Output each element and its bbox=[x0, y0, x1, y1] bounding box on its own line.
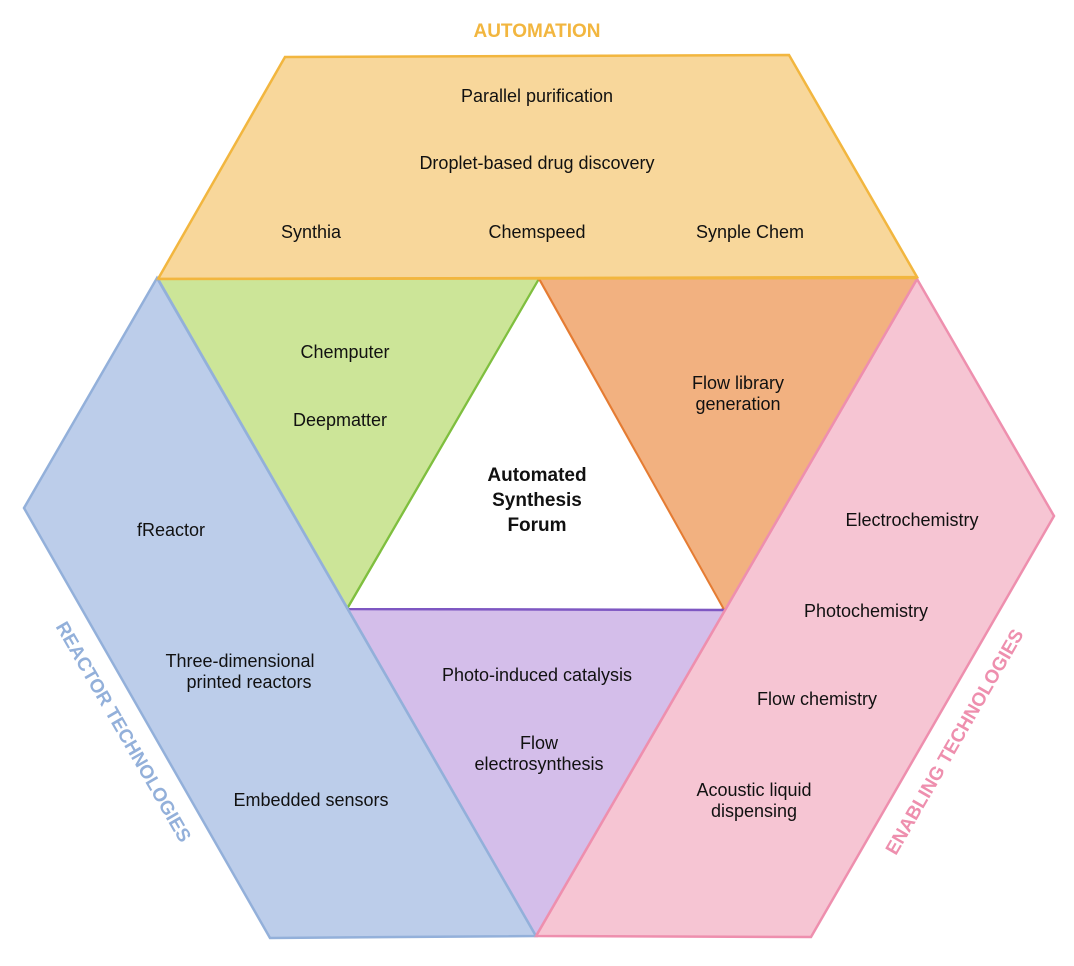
reactor-inner-edge bbox=[156, 278, 538, 937]
automation-item: Synthia bbox=[281, 222, 342, 242]
automation-item: Droplet-based drug discovery bbox=[419, 153, 654, 173]
automation-reactor-overlap-edge bbox=[345, 278, 541, 610]
automation-outline bbox=[155, 53, 920, 281]
enabling-item: dispensing bbox=[711, 801, 797, 821]
automation-item: Parallel purification bbox=[461, 86, 613, 106]
automation-enabling-overlap-edge bbox=[537, 278, 726, 611]
reactor-item: Embedded sensors bbox=[233, 790, 388, 810]
center-triangle bbox=[349, 281, 722, 608]
center-title-line: Automated bbox=[487, 465, 586, 486]
overlap-item: Deepmatter bbox=[293, 410, 387, 430]
reactor-enabling-overlap-edge bbox=[346, 607, 725, 612]
enabling-item: Electrochemistry bbox=[845, 510, 978, 530]
automation-item: Chemspeed bbox=[488, 222, 585, 242]
enabling-item: Photochemistry bbox=[804, 601, 928, 621]
overlap-item: Flow bbox=[520, 733, 559, 753]
reactor-item: fReactor bbox=[137, 520, 205, 540]
reactor-technologies-band bbox=[24, 278, 536, 938]
overlap-item: electrosynthesis bbox=[474, 754, 603, 774]
overlap-item: Photo-induced catalysis bbox=[442, 665, 632, 685]
enabling-item: Acoustic liquid bbox=[696, 780, 811, 800]
center-title-line: Forum bbox=[507, 515, 566, 536]
enabling-technologies-band bbox=[536, 279, 1054, 937]
automation-item: Synple Chem bbox=[696, 222, 804, 242]
reactor-item: printed reactors bbox=[186, 672, 311, 692]
automation-reactor-overlap bbox=[158, 279, 539, 609]
overlap-item: generation bbox=[695, 394, 780, 414]
automation-inner-edge bbox=[157, 276, 918, 281]
automation-title: AUTOMATION bbox=[473, 21, 600, 42]
enabling-inner-edge bbox=[534, 278, 919, 937]
enabling-item: Flow chemistry bbox=[757, 689, 877, 709]
overlap-item: Flow library bbox=[692, 373, 784, 393]
reactor-enabling-overlap bbox=[347, 609, 724, 936]
overlap-item: Chemputer bbox=[300, 342, 389, 362]
reactor-item: Three-dimensional bbox=[165, 651, 314, 671]
center-title-line: Synthesis bbox=[492, 490, 582, 511]
automation-band bbox=[158, 55, 917, 279]
automation-enabling-overlap bbox=[539, 279, 917, 610]
